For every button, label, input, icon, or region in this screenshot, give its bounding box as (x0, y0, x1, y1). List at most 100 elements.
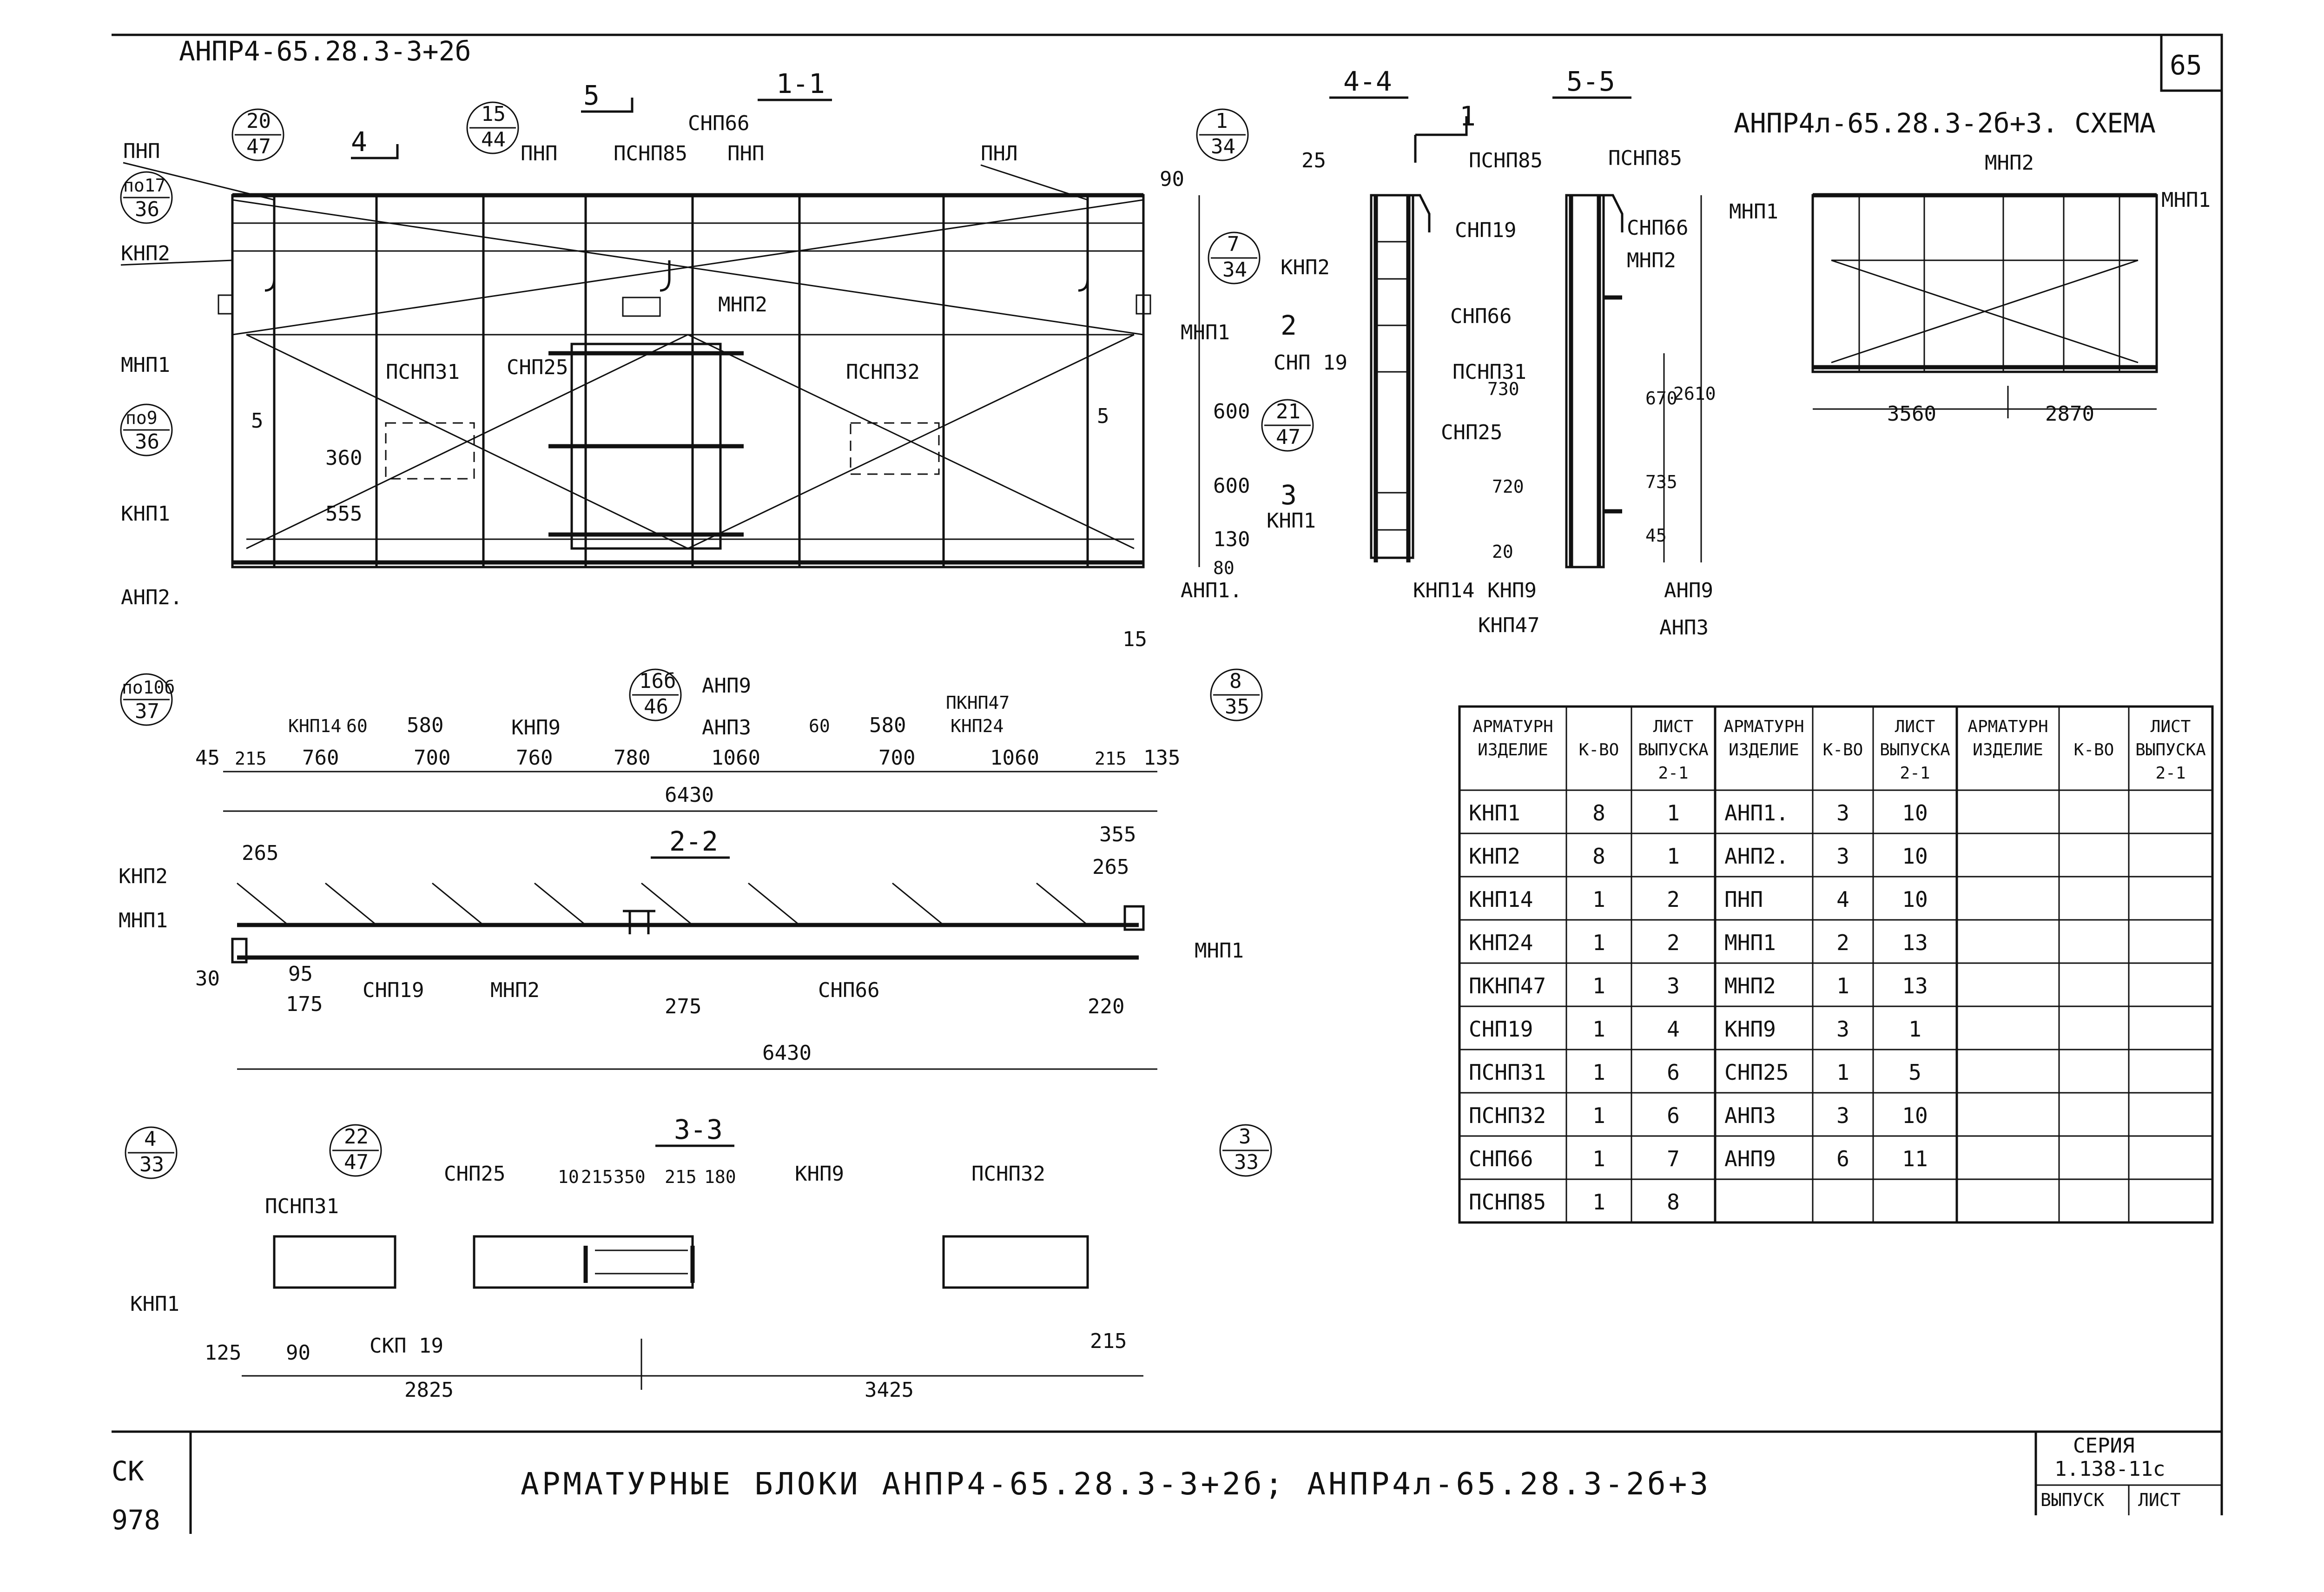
label-knp24: КНП24 (951, 716, 1004, 736)
svg-text:35: 35 (1225, 695, 1249, 719)
label-55-d670: 670 (1645, 388, 1677, 409)
table-cell: 1 (1908, 1017, 1921, 1042)
label-44-d720: 720 (1492, 476, 1524, 497)
label-anp9: АНП9 (702, 674, 751, 698)
table-cell: ПСНП31 (1469, 1060, 1546, 1085)
table-cell: АНП9 (1724, 1146, 1776, 1171)
table-cell: 1 (1592, 1146, 1605, 1171)
table-header-cell: К-ВО (1823, 740, 1863, 760)
label-22-total: 6430 (762, 1041, 812, 1065)
table-cell: КНП24 (1469, 930, 1533, 955)
scheme-mnp1-left: МНП1 (1729, 200, 1778, 224)
table-header-cell: АРМАТУРН (1472, 717, 1553, 736)
table-header-cell: К-ВО (1579, 740, 1619, 760)
table-cell: 6 (1836, 1146, 1849, 1171)
table-cell: ПКНП47 (1469, 973, 1546, 998)
cut-mark-2: 2 (1281, 310, 1297, 341)
label-anp1: АНП1. (1181, 579, 1242, 602)
table-cell: 8 (1592, 800, 1605, 826)
cut-mark-3: 3 (1281, 479, 1297, 511)
table-header-cell: 2-1 (2155, 764, 2185, 783)
table-header-cell: ИЗДЕЛИЕ (1973, 740, 2043, 760)
scheme-mnp1-right: МНП1 (2161, 188, 2211, 212)
view-3-3 (242, 1235, 1143, 1390)
scheme-view (1811, 193, 2158, 418)
table-cell: 10 (1902, 1103, 1928, 1128)
chain-0: 45 (195, 746, 220, 770)
dim-600b: 600 (1213, 474, 1250, 498)
label-mnp2: МНП2 (718, 293, 767, 317)
label-44-d20: 20 (1492, 542, 1513, 562)
table-cell: 4 (1667, 1017, 1680, 1042)
table-cell: КНП1 (1469, 800, 1520, 826)
label-anp3: АНП3 (702, 716, 751, 740)
label-psnp32: ПСНП32 (846, 360, 920, 384)
sheet-number: 65 (2170, 49, 2202, 81)
table-cell: 3 (1836, 1103, 1849, 1128)
table-cell: 7 (1667, 1146, 1680, 1171)
table-cell: 1 (1592, 973, 1605, 998)
table-header-cell: АРМАТУРН (1967, 717, 2048, 736)
section-title-1-1: 1-1 (776, 68, 825, 99)
svg-text:34: 34 (1222, 258, 1247, 282)
chain-9: 215 (1095, 748, 1127, 769)
callout-4-33: 433 (125, 1126, 178, 1179)
label-33-d215a: 215 (581, 1167, 613, 1187)
table-header-cell: ВЫПУСКА (1880, 740, 1950, 760)
view-2-2 (231, 882, 1145, 964)
chain-2: 760 (302, 746, 339, 770)
table-cell: ПНП (1724, 887, 1763, 912)
table-cell: 6 (1667, 1103, 1680, 1128)
table-cell: 10 (1902, 844, 1928, 869)
table-cell: 2 (1836, 930, 1849, 955)
left-stamp-top: СК (112, 1455, 144, 1487)
label-55-snp66: СНП66 (1627, 216, 1688, 240)
dim-580b: 580 (869, 713, 906, 737)
label-pknp47: ПКНП47 (946, 693, 1010, 713)
svg-text:7: 7 (1227, 232, 1240, 256)
svg-text:33: 33 (139, 1153, 164, 1176)
table-cell: КНП14 (1469, 887, 1533, 912)
dim-60a: 60 (346, 716, 368, 736)
dim-80: 80 (1213, 558, 1235, 578)
table-cell: МНП2 (1724, 973, 1776, 998)
label-33-psnp31: ПСНП31 (265, 1195, 339, 1218)
dim-chain-11: 45 215 760 700 760 780 1060 700 1060 215… (195, 746, 1180, 770)
label-44-knp47: КНП47 (1478, 614, 1539, 637)
table-cell: 3 (1836, 1017, 1849, 1042)
label-pnp-mid: ПНП (521, 142, 557, 165)
svg-text:по17: по17 (123, 175, 166, 196)
series-label: СЕРИЯ (2073, 1434, 2134, 1458)
table-cell: СНП66 (1469, 1146, 1533, 1171)
chain-10: 135 (1143, 746, 1180, 770)
label-33-d3425: 3425 (865, 1378, 914, 1402)
label-snp66-top: СНП66 (688, 112, 749, 135)
label-22-knp2: КНП2 (119, 865, 168, 888)
table-cell: 1 (1592, 887, 1605, 912)
dim-580a: 580 (407, 713, 443, 737)
svg-text:15: 15 (481, 102, 506, 126)
chain-7: 700 (878, 746, 915, 770)
table-cell: 1 (1592, 1103, 1605, 1128)
table-cell: 1 (1836, 973, 1849, 998)
dim-15: 15 (1122, 628, 1147, 651)
label-pnl-right: ПНЛ (981, 142, 1017, 165)
table-cell: 10 (1902, 800, 1928, 826)
view-5-5 (1565, 194, 1702, 568)
label-55-snp19: СНП19 (1455, 218, 1516, 242)
svg-text:34: 34 (1211, 135, 1235, 159)
table-cell: 8 (1592, 844, 1605, 869)
top-title: АНПР4-65.28.3-3+2б (179, 35, 471, 67)
label-44-psnp31: ПСНП31 (1452, 360, 1526, 384)
table-cell: 2 (1667, 887, 1680, 912)
table-header-cell: ИЗДЕЛИЕ (1478, 740, 1548, 760)
label-psnp31: ПСНП31 (386, 360, 460, 384)
section-title-4-4: 4-4 (1343, 66, 1392, 97)
svg-text:22: 22 (344, 1125, 369, 1149)
dim-130: 130 (1213, 528, 1250, 551)
label-33-snp19: СКП 19 (370, 1334, 443, 1358)
